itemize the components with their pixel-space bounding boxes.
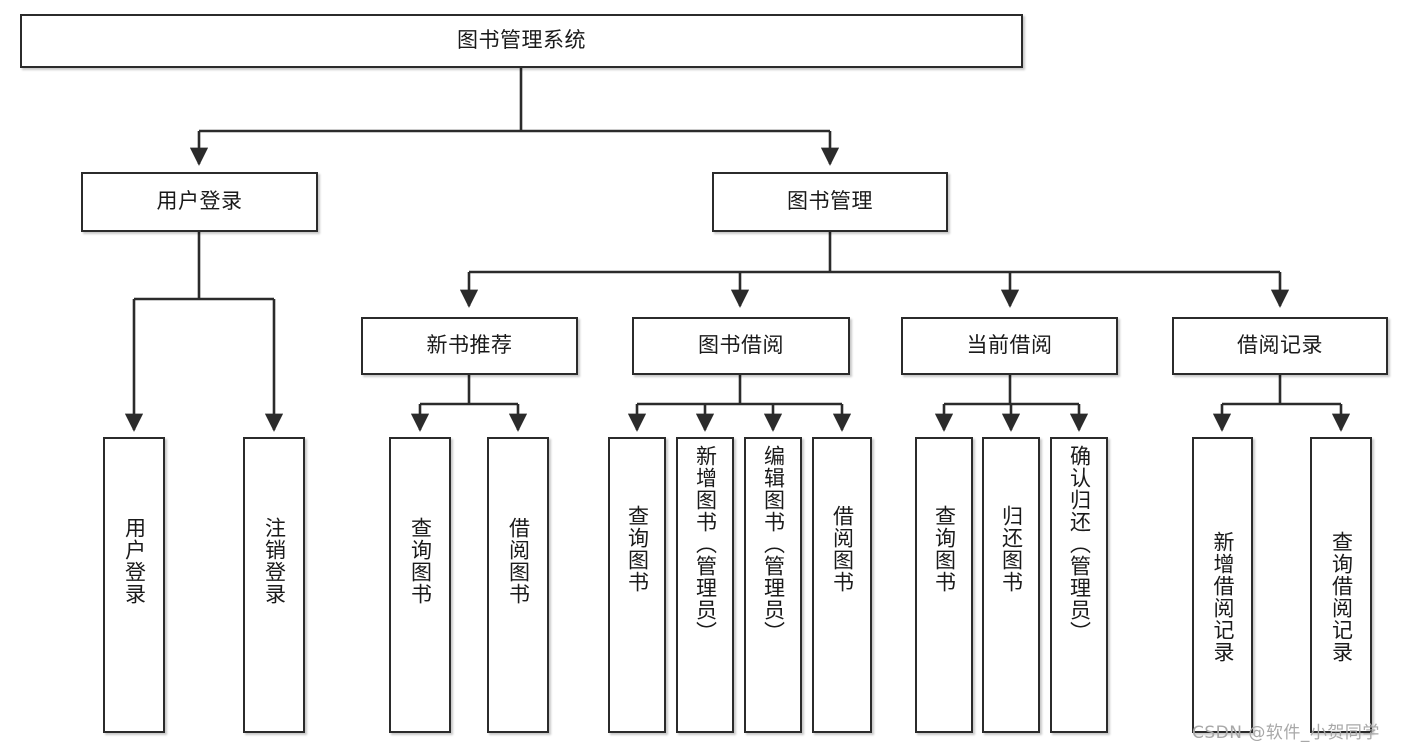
leaf-record-add-record-label: 新增借阅记录 <box>1210 531 1235 663</box>
leaf-borrow-borrow-book-label: 借阅图书 <box>830 505 855 593</box>
node-new-book-recommend-label: 新书推荐 <box>426 333 513 358</box>
leaf-record-query-record-label: 查询借阅记录 <box>1329 531 1354 663</box>
leaf-current-confirm-return[interactable]: 确认归还（管理员） <box>1050 437 1108 733</box>
leaf-recommend-query-book[interactable]: 查询图书 <box>389 437 451 733</box>
leaf-borrow-query-book[interactable]: 查询图书 <box>608 437 666 733</box>
node-book-borrow[interactable]: 图书借阅 <box>632 317 850 375</box>
leaf-user-login-signout-label: 注销登录 <box>262 517 287 605</box>
node-user-login[interactable]: 用户登录 <box>81 172 318 232</box>
node-user-login-label: 用户登录 <box>156 189 243 214</box>
watermark: CSDN @软件_小贺同学 <box>1192 723 1380 743</box>
leaf-borrow-add-book-label: 新增图书（管理员） <box>693 445 718 643</box>
node-current-borrow-label: 当前借阅 <box>966 333 1053 358</box>
leaf-recommend-borrow-book[interactable]: 借阅图书 <box>487 437 549 733</box>
leaf-current-confirm-return-label: 确认归还（管理员） <box>1067 445 1092 643</box>
leaf-user-login-signout[interactable]: 注销登录 <box>243 437 305 733</box>
leaf-borrow-edit-book[interactable]: 编辑图书（管理员） <box>744 437 802 733</box>
leaf-recommend-query-book-label: 查询图书 <box>408 517 433 605</box>
node-book-borrow-label: 图书借阅 <box>698 333 784 358</box>
leaf-user-login-signin[interactable]: 用户登录 <box>103 437 165 733</box>
leaf-borrow-edit-book-label: 编辑图书（管理员） <box>761 445 786 643</box>
leaf-borrow-add-book[interactable]: 新增图书（管理员） <box>676 437 734 733</box>
leaf-current-query-book[interactable]: 查询图书 <box>915 437 973 733</box>
leaf-current-query-book-label: 查询图书 <box>932 505 957 593</box>
node-new-book-recommend[interactable]: 新书推荐 <box>361 317 578 375</box>
leaf-borrow-query-book-label: 查询图书 <box>625 505 650 593</box>
node-book-management[interactable]: 图书管理 <box>712 172 948 232</box>
leaf-current-return-book-label: 归还图书 <box>999 505 1024 593</box>
node-root-label: 图书管理系统 <box>457 28 586 53</box>
leaf-borrow-borrow-book[interactable]: 借阅图书 <box>812 437 872 733</box>
node-borrow-record-label: 借阅记录 <box>1237 333 1323 358</box>
node-book-management-label: 图书管理 <box>787 189 873 214</box>
leaf-record-query-record[interactable]: 查询借阅记录 <box>1310 437 1372 733</box>
leaf-user-login-signin-label: 用户登录 <box>122 517 147 605</box>
leaf-current-return-book[interactable]: 归还图书 <box>982 437 1040 733</box>
node-borrow-record[interactable]: 借阅记录 <box>1172 317 1388 375</box>
node-root[interactable]: 图书管理系统 <box>20 14 1023 68</box>
leaf-recommend-borrow-book-label: 借阅图书 <box>506 517 531 605</box>
leaf-record-add-record[interactable]: 新增借阅记录 <box>1192 437 1253 733</box>
node-current-borrow[interactable]: 当前借阅 <box>901 317 1118 375</box>
